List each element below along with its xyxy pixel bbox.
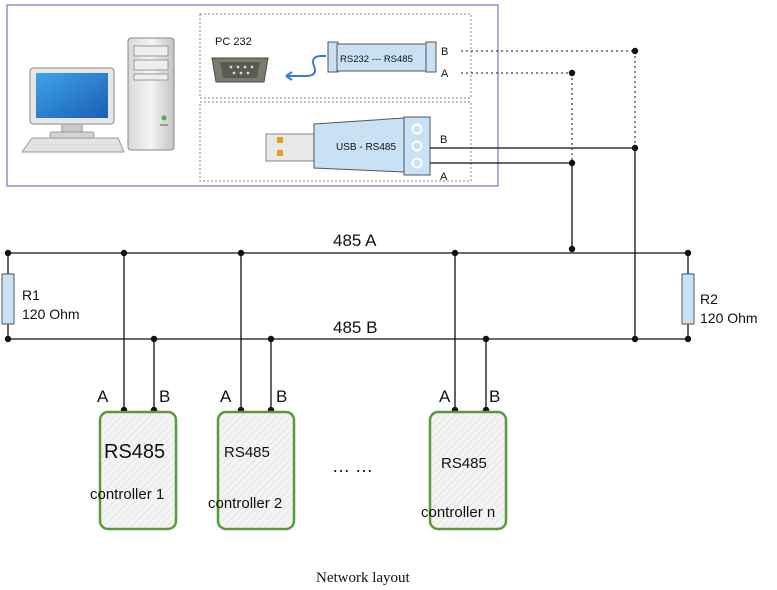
usb-terminal-b-label: B — [440, 134, 447, 146]
tower-icon — [127, 37, 175, 151]
pc-frame — [6, 4, 499, 187]
r1-name: R1 — [22, 287, 40, 303]
pc-232-label: PC 232 — [215, 36, 252, 48]
rs232-panel — [199, 13, 472, 99]
bus-a-label: 485 A — [333, 231, 377, 250]
bus-b-label: 485 B — [333, 318, 377, 337]
ellipsis: … … — [332, 456, 373, 476]
usb-panel — [199, 101, 472, 182]
controller-n-pin-a: A — [439, 387, 451, 406]
rs232-terminal-a-label: A — [441, 68, 449, 80]
usb-terminal-a-label: A — [440, 171, 448, 183]
r2-value: 120 Ohm — [700, 310, 758, 326]
controller-1-subtitle: controller 1 — [90, 486, 164, 503]
diagram-caption: Network layout — [316, 570, 411, 586]
r2-name: R2 — [700, 291, 718, 307]
monitor-icon — [21, 67, 125, 153]
controller-box — [216, 410, 296, 531]
usb-plug-icon — [265, 117, 405, 173]
controller-2-subtitle: controller 2 — [208, 495, 282, 512]
controller-2-title: RS485 — [224, 444, 270, 461]
r1-value: 120 Ohm — [22, 306, 80, 322]
controller-n-title: RS485 — [441, 455, 487, 472]
resistor-r1 — [1, 273, 15, 325]
controller-1-pin-a: A — [97, 387, 109, 406]
controller-box — [98, 410, 178, 531]
controller-1-pin-b: B — [159, 387, 170, 406]
junction-dots — [4, 47, 692, 414]
controller-n-pin-b: B — [489, 387, 500, 406]
rs232-rs485-adapter — [327, 41, 437, 73]
db9-connector-icon — [211, 57, 269, 83]
resistor-r2 — [681, 273, 695, 325]
controller-2-pin-b: B — [276, 387, 287, 406]
usb-converter-label: USB - RS485 — [336, 142, 396, 153]
controller-n-subtitle: controller n — [421, 504, 495, 521]
controller-1-title: RS485 — [104, 441, 165, 463]
controller-2-pin-a: A — [220, 387, 232, 406]
cable-arrow-icon — [285, 55, 326, 81]
usb-terminal-block — [403, 116, 431, 176]
rs232-converter-label: RS232 --- RS485 — [340, 54, 413, 65]
controller-box — [428, 410, 508, 531]
rs232-terminal-b-label: B — [441, 46, 448, 58]
